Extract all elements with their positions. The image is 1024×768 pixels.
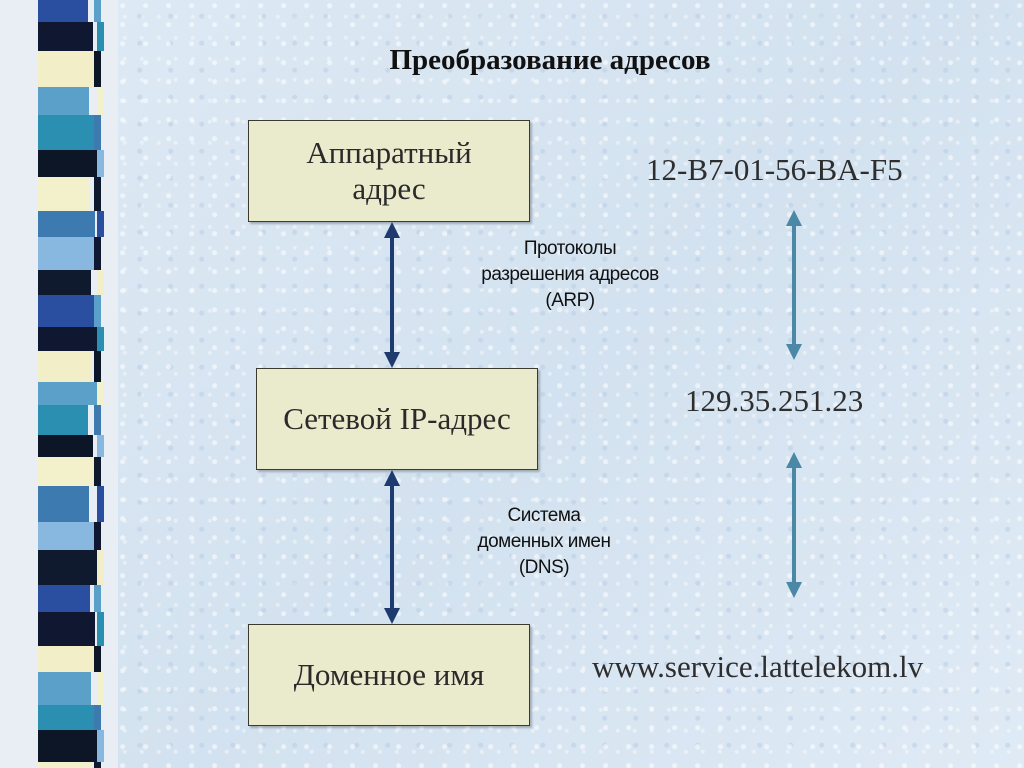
ip-address-box: Сетевой IP-адрес	[256, 368, 538, 470]
stripe-segment	[38, 730, 101, 762]
stripe-segment	[94, 351, 101, 382]
stripe-segment	[94, 522, 101, 550]
stripe-segment	[38, 351, 92, 382]
stripe-segment	[38, 486, 89, 522]
stripe-segment	[97, 327, 104, 351]
stripe-segment	[94, 0, 101, 22]
mac-address-example: 12-B7-01-56-BA-F5	[646, 152, 903, 187]
stripe-pattern	[38, 0, 104, 768]
stripe-segment	[38, 22, 93, 51]
arp-protocol-label: Протоколы разрешения адресов (ARP)	[440, 236, 700, 314]
ip-address-label: Сетевой IP-адрес	[283, 401, 511, 437]
stripe-segment	[94, 51, 101, 87]
stripe-segment	[97, 87, 104, 115]
domain-name-box: Доменное имя	[248, 624, 530, 726]
stripe-segment	[38, 435, 93, 457]
dns-line-3: (DNS)	[518, 557, 570, 578]
stripe-segment	[97, 612, 104, 646]
stripe-segment	[38, 87, 89, 115]
stripe-segment	[97, 550, 104, 585]
stripe-segment	[94, 177, 101, 211]
stripe-segment	[38, 295, 96, 327]
stripe-segment	[38, 270, 91, 295]
stripe-segment	[94, 405, 101, 435]
stripe-segment	[97, 486, 104, 522]
stripe-segment	[38, 457, 98, 486]
dns-line-1: Система	[507, 505, 581, 526]
stripe-segment	[94, 646, 101, 672]
stripe-segment	[38, 115, 94, 150]
stripe-segment	[38, 327, 101, 351]
stripe-segment	[97, 730, 104, 762]
stripe-segment	[38, 0, 88, 22]
hardware-address-label: Аппаратный адрес	[306, 135, 472, 206]
stripe-segment	[38, 612, 95, 646]
stripe-segment	[94, 295, 101, 327]
domain-name-label: Доменное имя	[293, 657, 485, 693]
stripe-segment	[94, 115, 101, 150]
decorative-stripe-band	[0, 0, 118, 768]
stripe-segment	[38, 177, 90, 211]
stripe-segment	[94, 237, 101, 270]
stripe-segment	[97, 150, 104, 177]
domain-name-example: www.service.lattelekom.lv	[592, 649, 924, 684]
stripe-segment	[97, 22, 104, 51]
slide-title: Преобразование адресов	[389, 44, 711, 76]
stripe-segment	[38, 585, 90, 612]
stripe-segment	[38, 211, 95, 237]
stripe-segment	[97, 435, 104, 457]
stripe-segment	[38, 382, 97, 405]
stripe-segment	[38, 762, 92, 768]
stripe-segment	[94, 762, 101, 768]
stripe-segment	[38, 150, 99, 177]
stripe-segment	[94, 705, 101, 730]
stripe-segment	[94, 585, 101, 612]
stripe-segment	[94, 457, 101, 486]
stripe-segment	[97, 672, 104, 705]
arp-line-3: (ARP)	[545, 290, 595, 311]
dns-protocol-label: Система доменных имен (DNS)	[414, 503, 674, 581]
stripe-segment	[38, 550, 99, 585]
stripe-segment	[97, 270, 104, 295]
stripe-segment	[38, 51, 98, 87]
stripe-segment	[38, 646, 100, 672]
stripe-segment	[38, 237, 100, 270]
stripe-segment	[38, 672, 91, 705]
arp-line-1: Протоколы	[523, 238, 617, 259]
stripe-segment	[38, 705, 96, 730]
stripe-segment	[38, 522, 94, 550]
stripe-segment	[97, 211, 104, 237]
arp-line-2: разрешения адресов	[481, 264, 659, 285]
ip-address-example: 129.35.251.23	[685, 383, 864, 418]
dns-line-2: доменных имен	[477, 531, 611, 552]
hardware-address-box: Аппаратный адрес	[248, 120, 530, 222]
stripe-segment	[38, 405, 88, 435]
stripe-segment	[97, 382, 104, 405]
